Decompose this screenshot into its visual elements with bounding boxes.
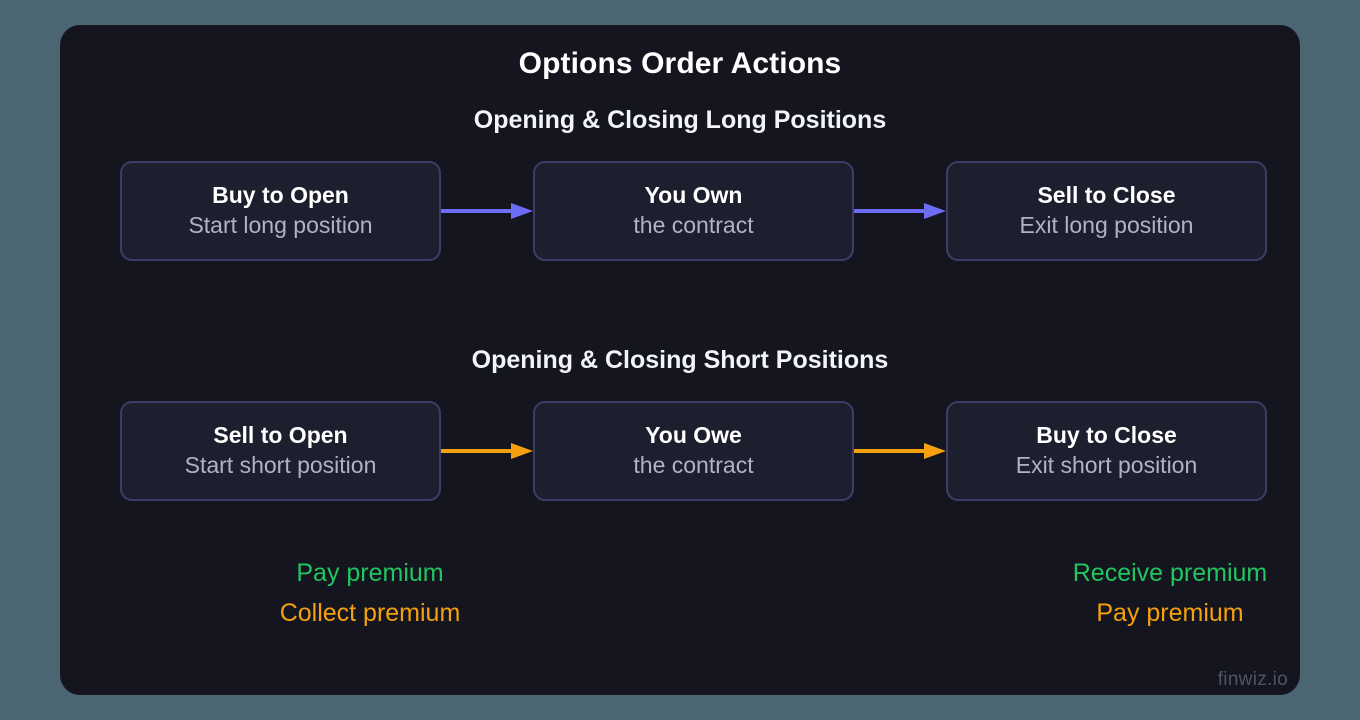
legend-pay-premium-right: Pay premium (1096, 599, 1244, 627)
watermark: finwiz.io (1217, 669, 1288, 690)
premium-legend-left: Pay premium Collect premium (180, 553, 560, 633)
node-sell-to-open[interactable]: Sell to Open Start short position (120, 401, 441, 501)
legend-pay-premium: Pay premium (296, 559, 444, 587)
section-heading-long: Opening & Closing Long Positions (473, 106, 887, 134)
node-subtitle: the contract (633, 212, 754, 239)
node-title: You Owe (645, 421, 742, 448)
legend-receive-premium: Receive premium (1072, 559, 1268, 587)
arrow-right-icon-long-2 (854, 196, 946, 226)
node-subtitle: the contract (633, 452, 754, 479)
node-sell-to-close[interactable]: Sell to Close Exit long position (946, 161, 1267, 261)
flow-row-long: Buy to Open Start long position You Own … (120, 160, 1267, 262)
arrow-right-icon-short-1 (441, 436, 533, 466)
node-subtitle: Start long position (188, 212, 373, 239)
node-buy-to-open[interactable]: Buy to Open Start long position (120, 161, 441, 261)
node-title: Buy to Close (1036, 421, 1177, 448)
node-title: Sell to Close (1037, 181, 1176, 208)
node-you-owe[interactable]: You Owe the contract (533, 401, 854, 501)
flow-row-short: Sell to Open Start short position You Ow… (120, 400, 1267, 502)
premium-legend-right: Receive premium Pay premium (980, 553, 1300, 633)
page-title: Options Order Actions (518, 47, 842, 80)
arrow-right-icon-long-1 (441, 196, 533, 226)
node-title: Buy to Open (212, 181, 349, 208)
node-subtitle: Exit short position (1015, 452, 1198, 479)
node-buy-to-close[interactable]: Buy to Close Exit short position (946, 401, 1267, 501)
legend-collect-premium: Collect premium (279, 599, 461, 627)
node-title: You Own (644, 181, 743, 208)
diagram-panel: Options Order Actions Opening & Closing … (60, 25, 1300, 695)
node-subtitle: Exit long position (1019, 212, 1194, 239)
section-heading-short: Opening & Closing Short Positions (471, 346, 889, 374)
arrow-right-icon-short-2 (854, 436, 946, 466)
node-you-own[interactable]: You Own the contract (533, 161, 854, 261)
node-title: Sell to Open (213, 421, 348, 448)
node-subtitle: Start short position (184, 452, 377, 479)
